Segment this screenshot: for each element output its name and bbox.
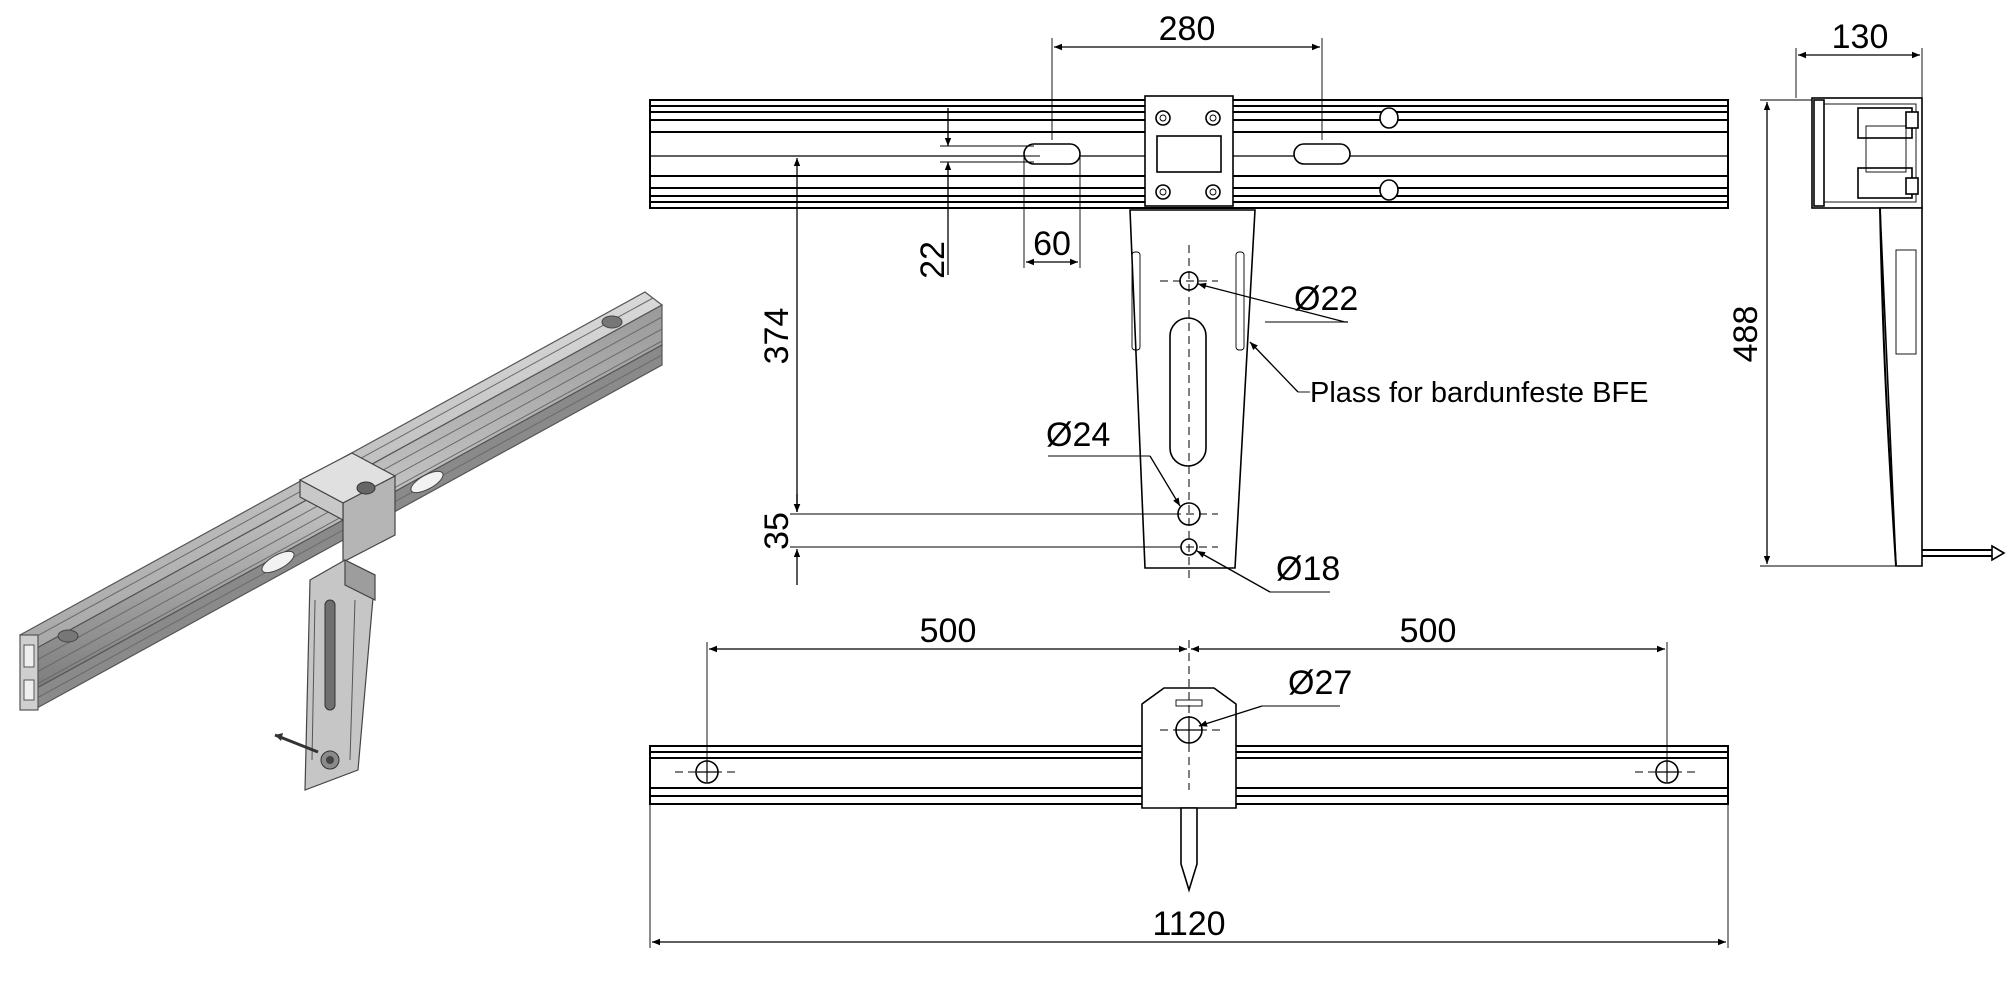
dim-500-left: 500 xyxy=(920,612,977,650)
diameter-22: Ø22 xyxy=(1294,280,1358,318)
dim-488: 488 xyxy=(1727,306,1765,363)
dim-130: 130 xyxy=(1832,18,1889,56)
dim-1120: 1120 xyxy=(1152,905,1225,943)
diameter-27: Ø27 xyxy=(1288,664,1352,702)
dim-500-right: 500 xyxy=(1400,612,1457,650)
front-view xyxy=(649,640,1729,948)
dim-374: 374 xyxy=(758,308,796,365)
dim-35: 35 xyxy=(758,512,796,550)
side-view xyxy=(1760,48,2006,567)
dimension-labels: 280 130 60 22 374 35 488 500 500 1120 Ø2… xyxy=(758,10,1888,943)
dim-22: 22 xyxy=(914,241,952,279)
isometric-view xyxy=(18,291,664,791)
top-view xyxy=(649,38,1729,593)
diameter-24: Ø24 xyxy=(1046,416,1110,454)
note-bardunfeste: Plass for bardunfeste BFE xyxy=(1310,377,1649,409)
diameter-18: Ø18 xyxy=(1276,550,1340,588)
dim-60: 60 xyxy=(1033,225,1071,263)
dim-280: 280 xyxy=(1159,10,1216,48)
